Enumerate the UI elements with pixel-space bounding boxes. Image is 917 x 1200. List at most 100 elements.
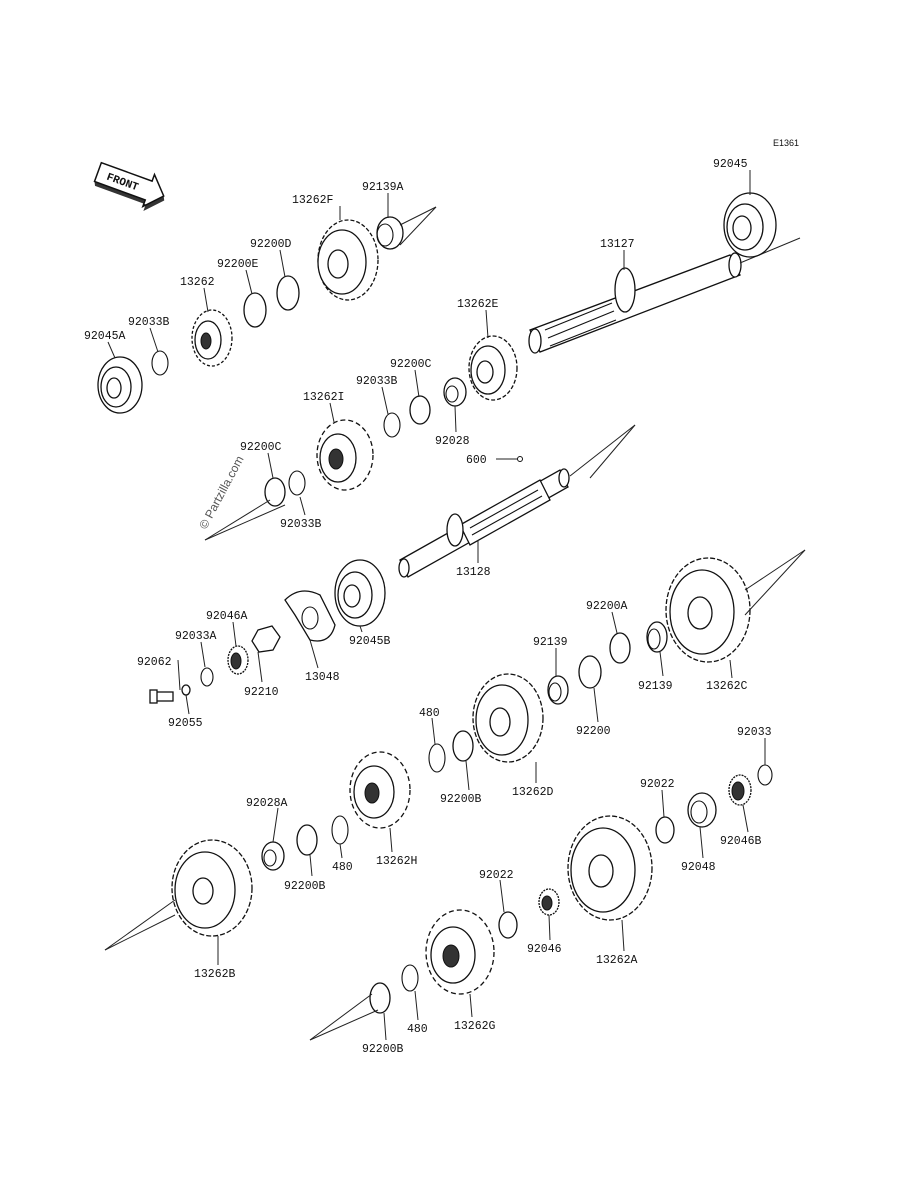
label-92033B-mid: 92033B [356, 375, 398, 388]
nut-92210 [251, 625, 281, 653]
label-92139-upper: 92139 [533, 636, 568, 649]
shaft-13128 [398, 468, 570, 578]
washer-92022-right [655, 816, 675, 844]
label-92046: 92046 [527, 943, 562, 956]
watermark: © Partzilla.com [196, 453, 246, 531]
label-92200C-low: 92200C [240, 441, 282, 454]
label-480-left: 480 [332, 861, 353, 874]
label-92200B-mid: 92200B [440, 793, 482, 806]
washer-92200D [276, 275, 300, 311]
circlip-92033B-mid [383, 412, 401, 438]
label-92200E: 92200E [217, 258, 259, 271]
label-13262F: 13262F [292, 194, 334, 207]
label-92045A: 92045A [84, 330, 126, 343]
label-480-low: 480 [407, 1023, 428, 1036]
label-92200B-low: 92200B [362, 1043, 404, 1056]
label-13262C: 13262C [706, 680, 748, 693]
label-92028: 92028 [435, 435, 470, 448]
label-92045: 92045 [713, 158, 748, 171]
collar-92048 [687, 792, 717, 828]
gear-13262I [316, 419, 374, 491]
label-13262G: 13262G [454, 1020, 496, 1033]
label-92033B-low: 92033B [280, 518, 322, 531]
gear-13262C [665, 557, 751, 663]
washer-92200C-top [409, 395, 431, 425]
label-92033-right: 92033 [737, 726, 772, 739]
washer-92200E [243, 292, 267, 328]
label-92046A: 92046A [206, 610, 248, 623]
bushing-92028 [443, 377, 467, 407]
bearing-92045A [97, 356, 143, 414]
washer-92200B-low [369, 982, 391, 1014]
diagram-code: E1361 [773, 138, 799, 148]
label-92033B-top: 92033B [128, 316, 170, 329]
label-92139A: 92139A [362, 181, 404, 194]
label-92210: 92210 [244, 686, 279, 699]
label-92048: 92048 [681, 861, 716, 874]
gear-13262G [425, 909, 495, 995]
label-13262: 13262 [180, 276, 215, 289]
label-13262I: 13262I [303, 391, 344, 404]
bushing-92028A [261, 841, 285, 871]
washer-92022-low [498, 911, 518, 939]
label-92200D: 92200D [250, 238, 292, 251]
label-13262D: 13262D [512, 786, 554, 799]
label-92033A: 92033A [175, 630, 217, 643]
part-13048 [284, 590, 336, 642]
label-92055: 92055 [168, 717, 203, 730]
gear-13262B [171, 839, 253, 937]
bearing-92046 [538, 888, 560, 916]
shaft-13127 [528, 252, 742, 354]
circlip-92033-right [757, 764, 773, 786]
gear-13262A [567, 815, 653, 921]
label-13127: 13127 [600, 238, 635, 251]
label-13048: 13048 [305, 671, 340, 684]
gear-13262 [191, 309, 233, 367]
bearing-92139-lower [547, 675, 569, 705]
gear-13262F [317, 219, 379, 301]
washer-92200B-left [296, 824, 318, 856]
label-92139-lower: 92139 [638, 680, 673, 693]
washer-92200B-mid [452, 730, 474, 762]
circlip-92033B-low [288, 470, 306, 496]
circlip-480-left [331, 815, 349, 845]
label-92200B-left: 92200B [284, 880, 326, 893]
bearing-92046B [728, 774, 752, 806]
label-92045B: 92045B [349, 635, 391, 648]
label-92046B: 92046B [720, 835, 762, 848]
washer-92055 [181, 684, 191, 696]
washer-92200C-low [264, 477, 286, 507]
label-13128: 13128 [456, 566, 491, 579]
leader-lines [107, 170, 766, 1041]
front-arrow-icon: FRONT [93, 161, 165, 211]
label-92200A: 92200A [586, 600, 628, 613]
label-92022-low: 92022 [479, 869, 514, 882]
bearing-92045B [334, 559, 386, 627]
gear-13262D [472, 673, 544, 763]
label-92062: 92062 [137, 656, 172, 669]
circlip-92033B-top [151, 350, 169, 376]
bearing-92046A [227, 645, 249, 675]
washer-92200 [578, 655, 602, 689]
label-13262E: 13262E [457, 298, 499, 311]
label-13262H: 13262H [376, 855, 417, 868]
circlip-92033A [200, 667, 214, 687]
label-92028A: 92028A [246, 797, 288, 810]
label-480-mid: 480 [419, 707, 440, 720]
gear-13262E [468, 335, 518, 401]
bolt-92062 [149, 689, 174, 704]
label-600: 600 [466, 454, 487, 467]
label-92200C-top: 92200C [390, 358, 432, 371]
label-92022-right: 92022 [640, 778, 675, 791]
circlip-480-low [401, 964, 419, 992]
label-13262B: 13262B [194, 968, 236, 981]
label-13262A: 13262A [596, 954, 638, 967]
bearing-92139A [376, 216, 404, 250]
gear-13262H [349, 751, 411, 829]
bearing-92139-upper [646, 621, 668, 653]
circlip-480-mid [428, 743, 446, 773]
bearing-92045 [723, 192, 777, 258]
label-92200: 92200 [576, 725, 611, 738]
washer-92200A [609, 632, 631, 664]
